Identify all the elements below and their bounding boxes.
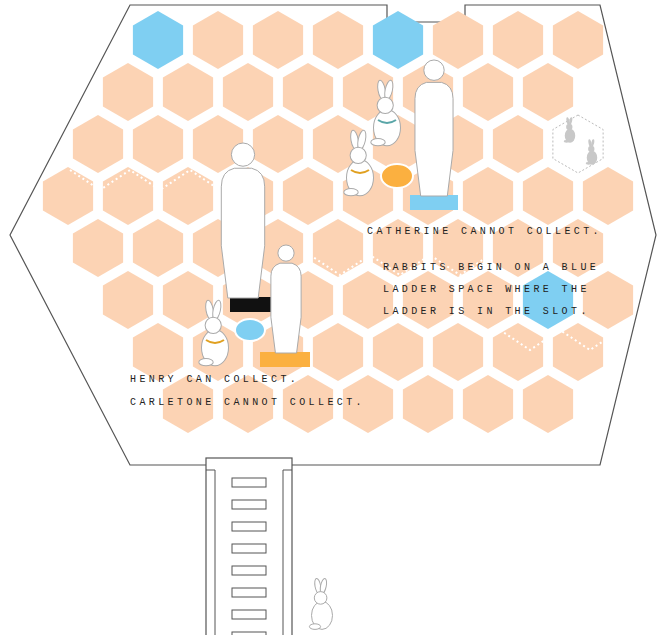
hex-space	[133, 323, 183, 381]
rule-note: HENRY CAN COLLECT.	[130, 369, 299, 391]
hex-space	[73, 115, 123, 173]
hex-space	[523, 63, 573, 121]
hex-space	[493, 115, 543, 173]
hex-space	[553, 11, 603, 69]
hex-space	[313, 11, 363, 69]
hex-space	[133, 115, 183, 173]
board-outline	[10, 5, 656, 465]
hex-space	[43, 167, 93, 225]
rabbit-icon	[586, 139, 598, 165]
ladder	[206, 458, 292, 635]
hex-space	[103, 63, 153, 121]
hex-space	[433, 323, 483, 381]
hex-space	[283, 63, 333, 121]
woman-figure	[415, 60, 453, 196]
rule-note: RABBITS BEGIN ON A BLUE LADDER SPACE WHE…	[383, 257, 633, 323]
rabbit-sketch	[309, 578, 332, 630]
hex-space	[193, 115, 243, 173]
hex-space	[103, 167, 153, 225]
rule-note: CARLETONE CANNOT COLLECT.	[130, 392, 365, 414]
hex-space	[253, 11, 303, 69]
hex-space	[463, 271, 513, 329]
hex-space	[463, 167, 513, 225]
collect-disc	[381, 164, 413, 188]
hex-space	[163, 167, 213, 225]
hex-space	[553, 115, 603, 173]
hex-space	[343, 271, 393, 329]
hex-space	[163, 63, 213, 121]
hex-space	[433, 11, 483, 69]
figure-base	[410, 195, 458, 210]
hex-space	[133, 219, 183, 277]
child-figure	[271, 245, 301, 353]
hex-space	[553, 323, 603, 381]
hex-space	[523, 271, 573, 329]
hex-space	[73, 219, 123, 277]
region-boundary	[70, 170, 220, 190]
hex-space	[463, 63, 513, 121]
rabbit-figure	[344, 130, 374, 196]
hex-space	[283, 167, 333, 225]
hex-space	[403, 375, 453, 433]
hex-space	[493, 323, 543, 381]
hex-space	[223, 63, 273, 121]
hex-space	[373, 323, 423, 381]
hex-space	[463, 375, 513, 433]
hex-space	[103, 271, 153, 329]
hex-space	[253, 115, 303, 173]
hex-space	[583, 271, 633, 329]
rabbit-icon	[564, 117, 576, 143]
hex-space	[493, 11, 543, 69]
hex-space	[313, 219, 363, 277]
hex-space	[313, 323, 363, 381]
hex-space	[163, 271, 213, 329]
man-figure	[221, 143, 264, 298]
hex-space	[133, 11, 183, 69]
hex-space	[583, 167, 633, 225]
hex-space	[403, 271, 453, 329]
rabbit-figure	[371, 80, 401, 146]
figure-base	[230, 297, 276, 312]
hex-space	[373, 11, 423, 69]
collect-disc	[235, 319, 265, 341]
hex-space	[193, 11, 243, 69]
hex-space	[523, 375, 573, 433]
rule-note: CATHERINE CANNOT COLLECT.	[367, 221, 602, 243]
rabbit-figure	[199, 300, 229, 366]
region-boundary	[500, 330, 620, 350]
hex-space	[523, 167, 573, 225]
figure-base	[260, 352, 310, 367]
